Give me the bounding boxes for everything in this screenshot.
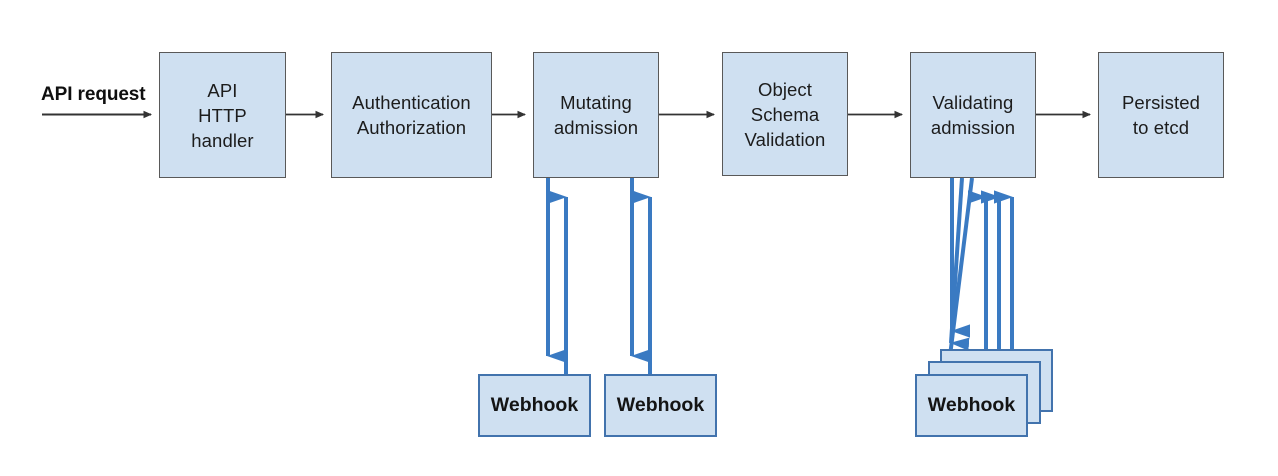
- webhook-box-mutating-1[interactable]: Webhook: [478, 374, 591, 437]
- webhook-box-validating-front[interactable]: Webhook: [915, 374, 1028, 437]
- stage-persisted-to-etcd[interactable]: Persisted to etcd: [1098, 52, 1224, 178]
- webhook-label: Webhook: [490, 394, 579, 416]
- webhook-arrow-validating-call-3: [948, 177, 974, 365]
- stage-api-http-handler[interactable]: API HTTP handler: [159, 52, 286, 178]
- stage-authentication-authorization[interactable]: Authentication Authorization: [331, 52, 492, 178]
- stage-mutating-admission[interactable]: Mutating admission: [533, 52, 659, 178]
- api-request-label: API request: [41, 84, 146, 105]
- stage-label: Authentication Authorization: [352, 92, 471, 138]
- stage-object-schema-validation[interactable]: Object Schema Validation: [722, 52, 848, 176]
- stage-label: Object Schema Validation: [744, 78, 826, 150]
- webhook-box-mutating-2[interactable]: Webhook: [604, 374, 717, 437]
- stage-label: Persisted to etcd: [1121, 92, 1201, 138]
- stage-label: API HTTP handler: [191, 79, 254, 151]
- webhook-label: Webhook: [616, 394, 705, 416]
- webhook-arrow-validating-call-2: [949, 177, 970, 351]
- stage-label: Mutating admission: [553, 92, 639, 138]
- stage-validating-admission[interactable]: Validating admission: [910, 52, 1036, 178]
- stage-label: Validating admission: [930, 92, 1016, 138]
- webhook-label: Webhook: [927, 394, 1016, 416]
